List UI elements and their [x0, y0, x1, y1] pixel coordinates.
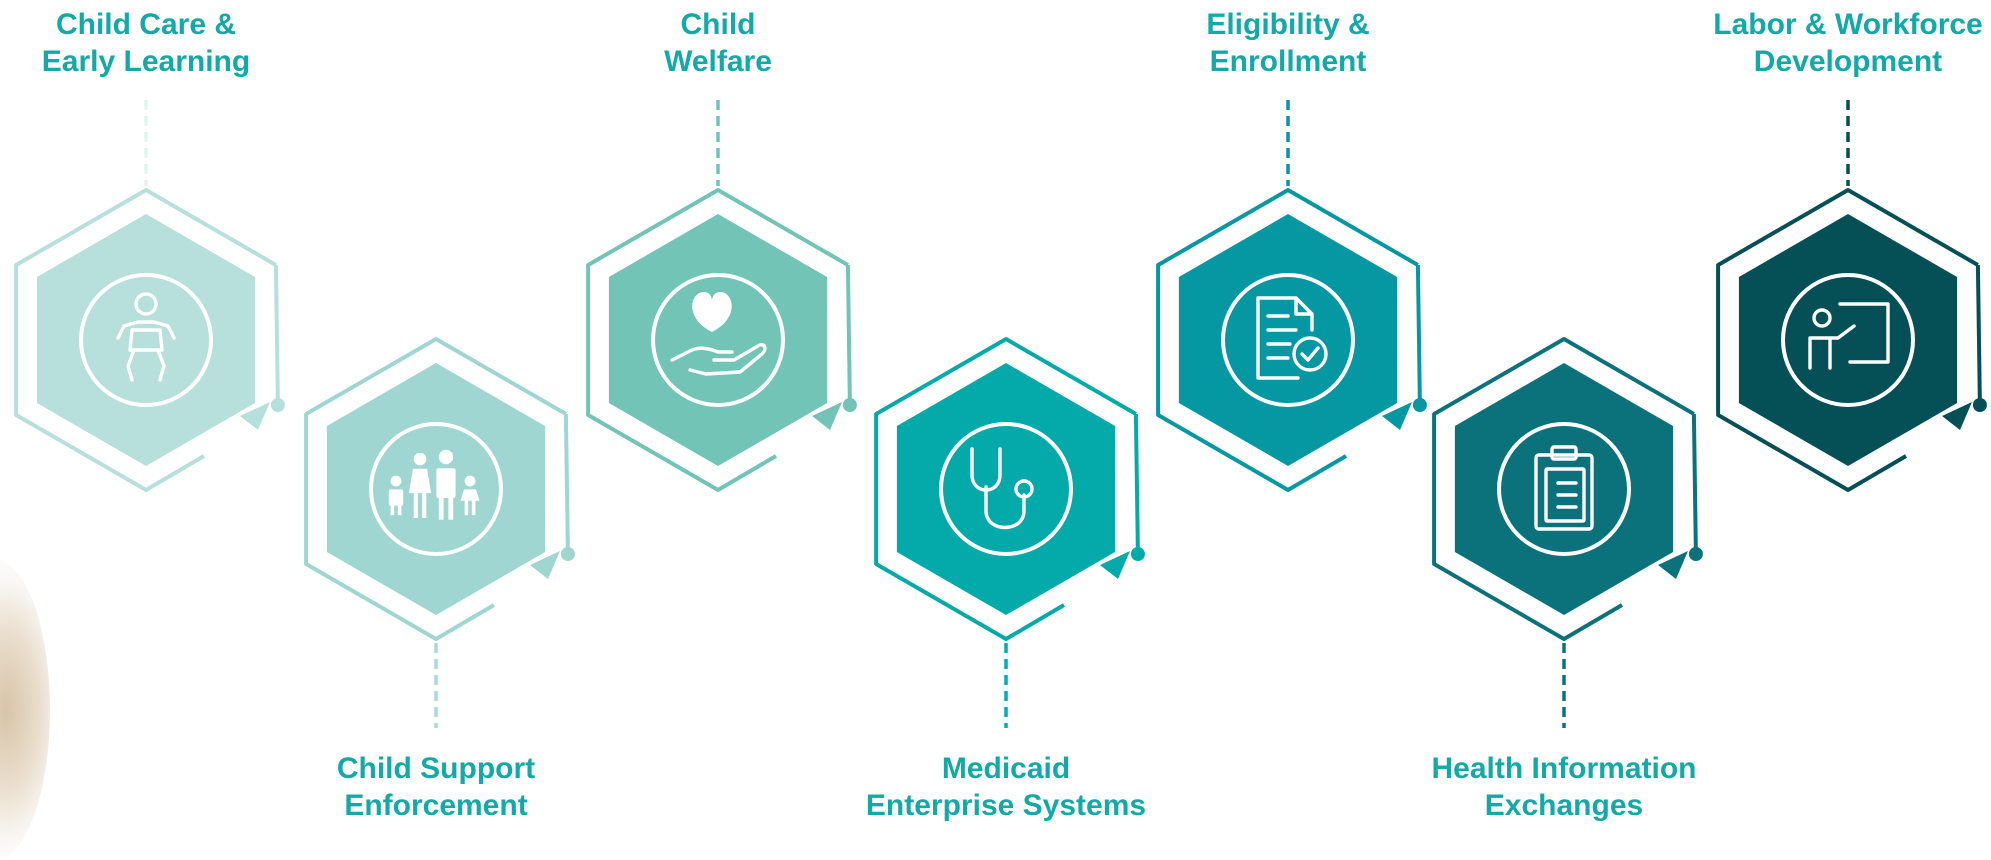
hex-side-line [1691, 413, 1698, 555]
icon-ring [1221, 273, 1355, 407]
flow-arrow [240, 402, 270, 430]
sector-labor [1716, 100, 1987, 492]
icon-ring [651, 273, 785, 407]
family-icon [388, 449, 480, 520]
connector-dot [270, 398, 285, 412]
sector-child-care [14, 100, 285, 492]
label-line: Enterprise Systems [865, 789, 1147, 822]
label-line: Exchanges [1484, 789, 1644, 822]
hex-fill [1454, 363, 1674, 615]
flow-arrow [812, 402, 842, 430]
hex-fill [1178, 214, 1398, 466]
connector-dot [1130, 547, 1145, 561]
label-child-care: Child Care & Early Learning [0, 6, 316, 80]
icon-ring [1781, 273, 1915, 407]
connector-dot [1972, 398, 1987, 412]
label-line: Medicaid [941, 752, 1071, 785]
label-eligibility: Eligibility & Enrollment [1118, 6, 1458, 80]
hex-outline [1432, 337, 1695, 641]
sector-health-info [1432, 337, 1703, 728]
connector-dot [1412, 398, 1427, 412]
stethoscope-icon [970, 447, 1034, 530]
hex-fill [608, 214, 828, 466]
label-line: Enrollment [1209, 45, 1367, 78]
hex-fill [36, 214, 256, 466]
connector-dot [560, 547, 575, 561]
hex-fill [896, 363, 1116, 615]
hex-outline [14, 188, 277, 492]
hex-outline [304, 337, 567, 641]
hexagon-chain [14, 100, 1987, 728]
sector-eligibility [1156, 100, 1427, 492]
flow-arrow [1382, 402, 1412, 430]
label-line: Welfare [664, 45, 772, 78]
hex-fill [326, 363, 546, 615]
baby-icon [116, 292, 176, 382]
icon-ring [939, 422, 1073, 556]
flow-arrow [530, 551, 560, 579]
hex-side-line [1975, 264, 1982, 406]
sector-child-support [304, 337, 575, 728]
label-line: Early Learning [41, 45, 251, 78]
connector-dot [842, 398, 857, 412]
flow-arrow [1942, 402, 1972, 430]
sector-child-welfare [586, 100, 857, 492]
document-check-icon [1256, 296, 1328, 380]
icon-ring [1497, 422, 1631, 556]
heart-hand-icon [670, 292, 767, 376]
flow-arrow [1658, 551, 1688, 579]
hex-side-line [1133, 413, 1140, 555]
label-line: Development [1753, 45, 1943, 78]
hex-side-line [563, 413, 570, 555]
label-line: Child Support [336, 752, 536, 785]
presenter-icon [1808, 302, 1890, 370]
hex-outline [1716, 188, 1979, 492]
connector-dot [1688, 547, 1703, 561]
label-line: Eligibility & [1206, 8, 1370, 41]
sector-medicaid [874, 337, 1145, 728]
hex-outline [586, 188, 849, 492]
hex-side-line [1415, 264, 1422, 406]
icon-ring [79, 273, 213, 407]
label-line: Health Information [1431, 752, 1697, 785]
hex-side-line [845, 264, 852, 406]
icon-ring [369, 422, 503, 556]
hex-side-line [273, 264, 280, 406]
flow-arrow [1100, 551, 1130, 579]
label-line: Child Care & [55, 8, 237, 41]
hex-fill [1738, 214, 1958, 466]
label-line: Labor & Workforce [1713, 8, 1983, 41]
hex-outline [874, 337, 1137, 641]
clipboard-icon [1534, 445, 1594, 531]
label-line: Enforcement [344, 789, 528, 822]
hex-outline [1156, 188, 1419, 492]
label-line: Child [680, 8, 756, 41]
